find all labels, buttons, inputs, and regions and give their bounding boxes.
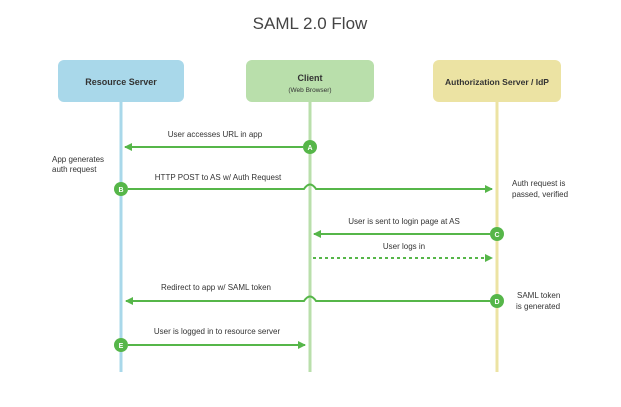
step-a-marker: A	[303, 140, 317, 154]
step-c-marker-letter: C	[494, 232, 499, 239]
step-e-message: User is logged in to resource server	[154, 327, 281, 336]
idp-box	[433, 60, 561, 102]
step-c-marker: C	[490, 227, 504, 241]
step-d-message: Redirect to app w/ SAML token	[161, 283, 271, 292]
step-e-marker-letter: E	[119, 343, 124, 350]
step-b-message: HTTP POST to AS w/ Auth Request	[155, 173, 282, 182]
step-d-marker: D	[490, 294, 504, 308]
step-e-marker-circle	[114, 338, 128, 352]
step-d-marker-letter: D	[494, 299, 499, 306]
client-sublabel: (Web Browser)	[288, 87, 331, 94]
step-a-marker-circle	[303, 140, 317, 154]
step-c-note-line1: Auth request is	[512, 179, 565, 188]
resource-server-box	[58, 60, 184, 102]
client-box	[246, 60, 374, 102]
idp-actor: Authorization Server / IdP	[433, 60, 561, 102]
step-a-marker-letter: A	[307, 145, 312, 152]
step-b-marker-letter: B	[118, 187, 123, 194]
step-a-message: User accesses URL in app	[168, 130, 263, 139]
step-c-marker-circle	[490, 227, 504, 241]
step-d-note-line2: is generated	[516, 302, 560, 311]
step-b-marker: B	[114, 182, 128, 196]
step-c-note-line2: passed, verified	[512, 190, 568, 199]
resource-server-label: Resource Server	[85, 77, 157, 87]
step-e-marker: E	[114, 338, 128, 352]
client-actor: Client (Web Browser)	[246, 60, 374, 102]
step-b-arrow	[128, 183, 493, 193]
step-b-note-line2: auth request	[52, 165, 97, 174]
step-c-message: User is sent to login page at AS	[348, 217, 460, 226]
step-b-note-line1: App generates	[52, 155, 104, 164]
client-label: Client	[297, 73, 322, 83]
diagram-title: SAML 2.0 Flow	[253, 14, 368, 33]
idp-label: Authorization Server / IdP	[445, 77, 549, 87]
step-b-marker-circle	[114, 182, 128, 196]
step-d-arrow	[125, 295, 490, 305]
resource-server-actor: Resource Server	[58, 60, 184, 102]
step-d-note-line1: SAML token	[517, 291, 560, 300]
logs-in-message: User logs in	[383, 242, 425, 251]
step-d-marker-circle	[490, 294, 504, 308]
